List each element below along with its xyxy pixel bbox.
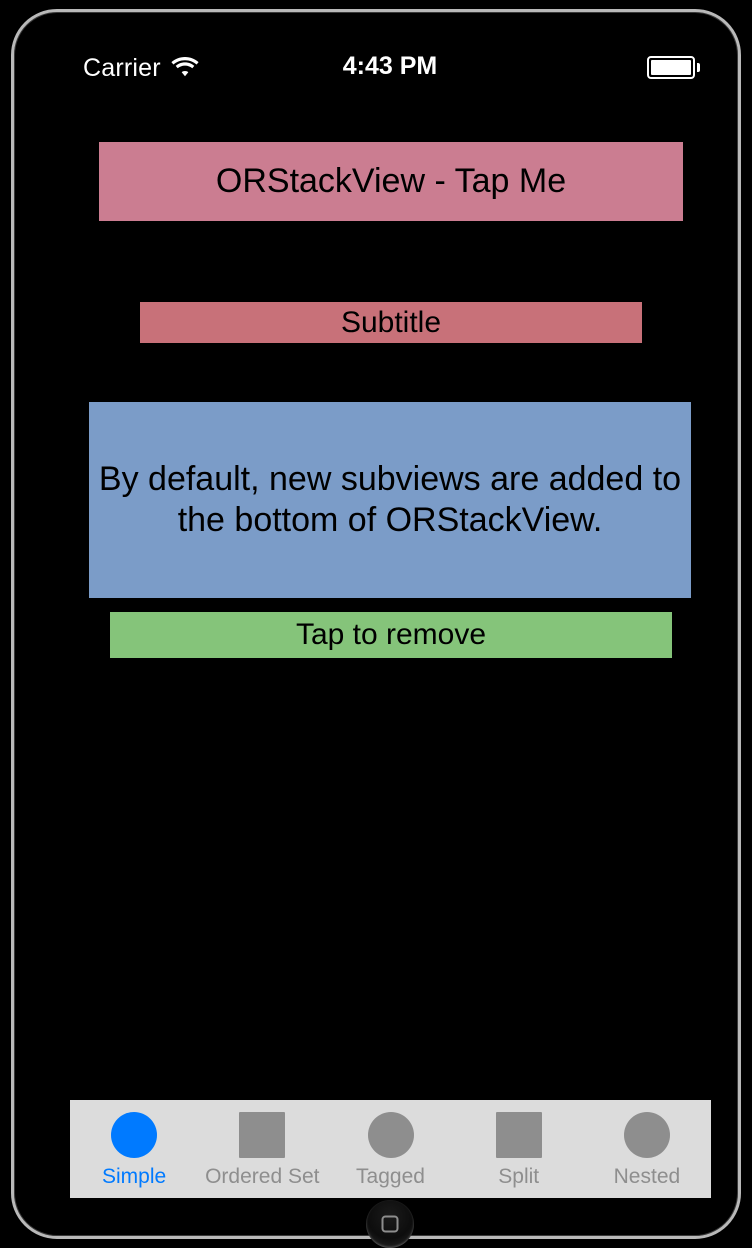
status-bar: Carrier 4:43 PM — [58, 46, 722, 90]
tab-tagged[interactable]: Tagged — [326, 1100, 454, 1198]
tab-label-simple: Simple — [102, 1165, 167, 1188]
battery-body — [647, 56, 695, 79]
circle-icon — [623, 1112, 670, 1158]
tab-split[interactable]: Split — [455, 1100, 583, 1198]
home-square-icon — [381, 1215, 399, 1233]
tab-simple[interactable]: Simple — [70, 1100, 198, 1198]
tab-nested[interactable]: Nested — [583, 1100, 711, 1198]
stack-block-title[interactable]: ORStackView - Tap Me — [99, 142, 683, 221]
tab-ordered-set[interactable]: Ordered Set — [198, 1100, 326, 1198]
battery-fill — [651, 60, 691, 75]
circle-icon — [111, 1112, 158, 1158]
home-button[interactable] — [366, 1200, 414, 1248]
carrier-label: Carrier — [83, 53, 161, 82]
circle-icon — [367, 1112, 414, 1158]
tab-label-ordered-set: Ordered Set — [205, 1165, 320, 1188]
tab-label-nested: Nested — [613, 1165, 681, 1188]
square-icon — [495, 1112, 542, 1158]
device-screen: Carrier 4:43 PM ORStackView - Tap Me — [58, 46, 722, 1198]
stack-block-subtitle[interactable]: Subtitle — [140, 302, 642, 343]
wifi-icon — [171, 56, 199, 82]
status-bar-time: 4:43 PM — [342, 52, 438, 80]
stack-block-remove[interactable]: Tap to remove — [110, 612, 672, 658]
battery-icon — [647, 56, 700, 79]
tab-label-tagged: Tagged — [356, 1165, 425, 1188]
device-frame: Carrier 4:43 PM ORStackView - Tap Me — [11, 9, 741, 1248]
battery-cap — [697, 63, 700, 72]
square-icon — [239, 1112, 286, 1158]
status-bar-left: Carrier — [83, 54, 199, 82]
tab-bar: Simple Ordered Set Tagged Split Nested — [70, 1100, 711, 1198]
tab-label-split: Split — [498, 1165, 540, 1188]
stack-block-body: By default, new subviews are added to th… — [89, 402, 691, 598]
